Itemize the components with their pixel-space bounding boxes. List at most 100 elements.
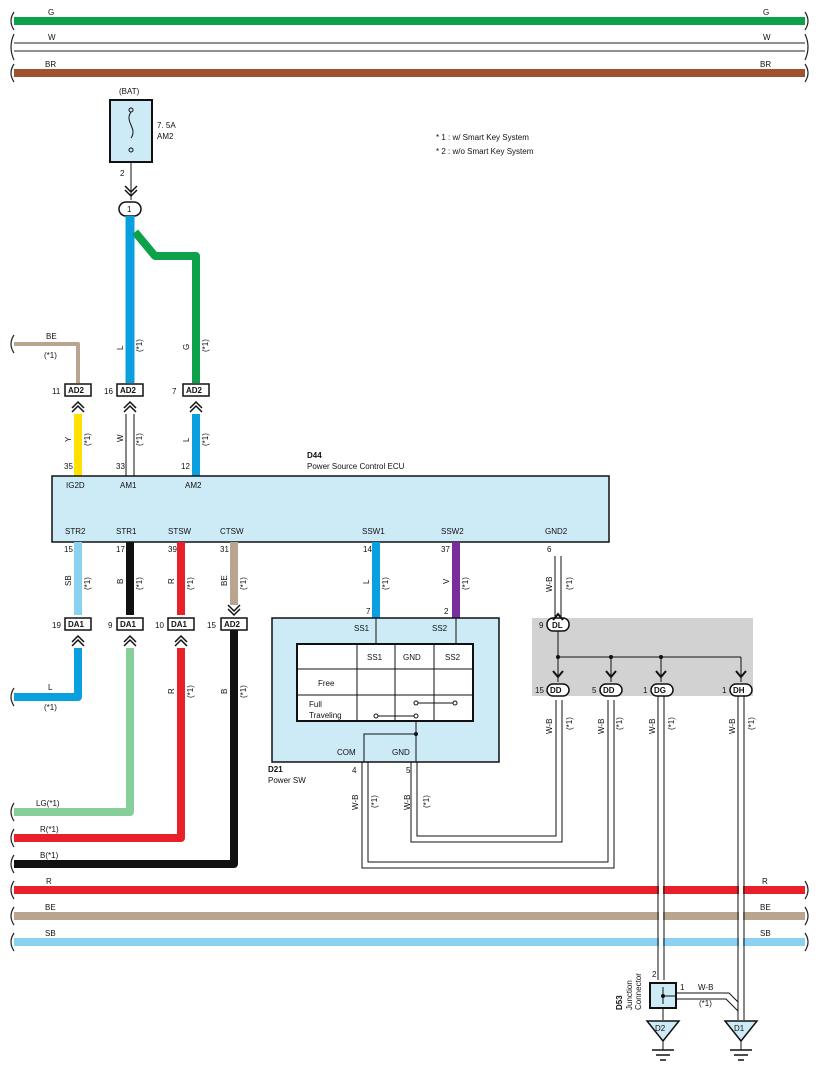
stub-note: (*1)	[44, 703, 57, 712]
bus-label-left: G	[48, 8, 54, 17]
splice-label: 1	[127, 205, 132, 214]
svg-text:2: 2	[652, 970, 657, 979]
bus-label-left: BR	[45, 60, 56, 69]
svg-text:(*1): (*1)	[201, 433, 210, 446]
svg-text:STSW: STSW	[168, 527, 192, 536]
note-2: * 2 : w/o Smart Key System	[436, 147, 534, 156]
svg-text:15: 15	[64, 545, 73, 554]
svg-text:Y: Y	[64, 436, 73, 442]
svg-text:STR2: STR2	[65, 527, 86, 536]
power-sw-code: D21	[268, 765, 283, 774]
svg-text:39: 39	[168, 545, 177, 554]
svg-text:W-B: W-B	[403, 795, 412, 810]
top-bus-br: BR BR	[14, 60, 805, 77]
svg-text:AM1: AM1	[120, 481, 137, 490]
svg-text:(*1): (*1)	[186, 685, 195, 698]
svg-text:GND2: GND2	[545, 527, 568, 536]
svg-text:5: 5	[592, 686, 597, 695]
svg-text:19: 19	[52, 621, 61, 630]
svg-text:W-B: W-B	[648, 719, 657, 734]
svg-text:R: R	[167, 688, 176, 694]
svg-text:12: 12	[181, 462, 190, 471]
top-bus-g: G G	[14, 8, 805, 25]
top-bus-w: W W	[14, 33, 805, 52]
svg-text:(*1): (*1)	[565, 577, 574, 590]
svg-text:AD2: AD2	[68, 386, 85, 395]
svg-text:(*1): (*1)	[422, 795, 431, 808]
stub-label: L	[48, 683, 53, 692]
svg-text:(*1): (*1)	[83, 433, 92, 446]
ecu-name: Power Source Control ECU	[307, 462, 405, 471]
svg-text:(*1): (*1)	[461, 577, 470, 590]
fuse-am2: (BAT) 7. 5A AM2 2	[109, 87, 176, 200]
svg-text:(*1): (*1)	[615, 717, 624, 730]
svg-text:(*1): (*1)	[239, 685, 248, 698]
stub-label: LG(*1)	[36, 799, 60, 808]
svg-text:(*1): (*1)	[565, 717, 574, 730]
svg-text:STR1: STR1	[116, 527, 137, 536]
fuse-name: AM2	[157, 132, 174, 141]
svg-text:DA1: DA1	[171, 620, 188, 629]
svg-text:D53: D53	[615, 995, 624, 1010]
svg-text:IG2D: IG2D	[66, 481, 85, 490]
svg-text:BE: BE	[220, 575, 229, 586]
power-sw-name: Power SW	[268, 776, 306, 785]
svg-text:(*1): (*1)	[239, 577, 248, 590]
svg-text:GND: GND	[392, 748, 410, 757]
svg-text:DH: DH	[733, 686, 745, 695]
svg-text:W: W	[116, 434, 125, 442]
svg-text:GND: GND	[403, 653, 421, 662]
svg-text:10: 10	[155, 621, 164, 630]
svg-text:SB: SB	[45, 929, 56, 938]
svg-text:L: L	[362, 579, 371, 584]
svg-text:(*1): (*1)	[667, 717, 676, 730]
svg-text:9: 9	[539, 621, 544, 630]
bus-label-right: W	[763, 33, 771, 42]
svg-text:W-B: W-B	[698, 983, 713, 992]
bottom-bus-r: R R	[14, 877, 805, 894]
svg-text:(*1): (*1)	[370, 795, 379, 808]
svg-text:9: 9	[108, 621, 113, 630]
wire-g-upper	[131, 229, 200, 383]
bottom-bus-be: BE BE	[14, 903, 805, 920]
svg-text:DG: DG	[654, 686, 666, 695]
wire-note: (*1)	[201, 339, 210, 352]
svg-text:DD: DD	[550, 686, 562, 695]
svg-text:(*1): (*1)	[135, 433, 144, 446]
connector-da1-19: 19 DA1	[52, 617, 92, 631]
wire-be-upper	[14, 342, 80, 383]
svg-text:DA1: DA1	[120, 620, 137, 629]
svg-text:SS2: SS2	[445, 653, 461, 662]
svg-text:(*1): (*1)	[699, 999, 712, 1008]
svg-text:1: 1	[722, 686, 727, 695]
svg-text:SB: SB	[64, 575, 73, 586]
connector-ad2-11: 11 AD2	[52, 383, 92, 397]
svg-text:COM: COM	[337, 748, 356, 757]
svg-text:Traveling: Traveling	[309, 711, 342, 720]
svg-text:SS1: SS1	[354, 624, 370, 633]
bus-label-right: G	[763, 8, 769, 17]
svg-text:1: 1	[643, 686, 648, 695]
svg-text:R: R	[46, 877, 52, 886]
junction-connector-d53: 2 1 W-B (*1) D53 Junction Connector	[615, 970, 739, 1012]
svg-text:SSW1: SSW1	[362, 527, 385, 536]
fuse-pin: 2	[120, 169, 125, 178]
bus-label-left: W	[48, 33, 56, 42]
svg-text:B: B	[220, 689, 229, 694]
svg-text:5: 5	[406, 766, 411, 775]
wire-label: L	[116, 345, 125, 350]
svg-text:D2: D2	[655, 1024, 666, 1033]
svg-text:Connector: Connector	[634, 973, 643, 1010]
svg-text:SB: SB	[760, 929, 771, 938]
svg-text:Free: Free	[318, 679, 335, 688]
connector-ad2-15: 15 AD2	[207, 617, 248, 631]
ecu-code: D44	[307, 451, 322, 460]
svg-text:11: 11	[52, 387, 61, 396]
notes: * 1 : w/ Smart Key System * 2 : w/o Smar…	[436, 133, 534, 156]
svg-text:W-B: W-B	[597, 719, 606, 734]
svg-text:(*1): (*1)	[381, 577, 390, 590]
svg-text:W-B: W-B	[351, 795, 360, 810]
stub-label: R(*1)	[40, 825, 59, 834]
svg-text:BE: BE	[45, 903, 56, 912]
connector-da1-9: 9 DA1	[108, 617, 144, 631]
